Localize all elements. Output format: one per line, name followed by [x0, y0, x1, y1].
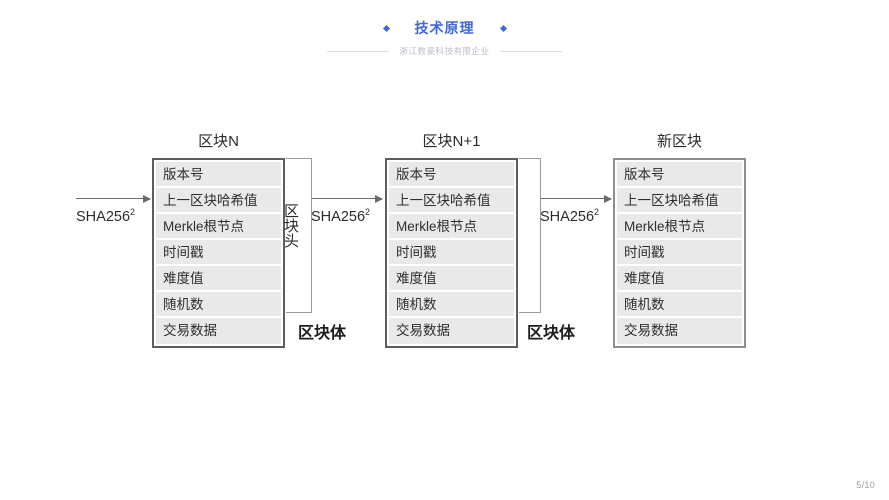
block-group-1: 区块N 版本号 上一区块哈希值 Merkle根节点 时间戳 难度值 随机数 交易…	[152, 132, 285, 348]
block-row: 时间戳	[156, 240, 281, 266]
sha-label-1-text: SHA256	[311, 208, 366, 225]
block-table-3: 版本号 上一区块哈希值 Merkle根节点 时间戳 难度值 随机数 交易数据	[613, 158, 746, 348]
block-row: 随机数	[617, 292, 742, 318]
block-row: 随机数	[156, 292, 281, 318]
block-row: 难度值	[617, 266, 742, 292]
block-header-label-1: 区块头	[282, 203, 299, 248]
sha-exponent: 2	[130, 207, 136, 217]
block-row: 时间戳	[389, 240, 514, 266]
block-body-label-2: 区块体	[527, 325, 576, 342]
block-row: 交易数据	[617, 318, 742, 344]
block-caption-2: 区块N+1	[422, 133, 481, 150]
block-caption-1: 区块N	[198, 133, 239, 150]
block-group-2: 区块N+1 版本号 上一区块哈希值 Merkle根节点 时间戳 难度值 随机数 …	[385, 132, 518, 348]
block-row: 版本号	[156, 162, 281, 188]
subtitle-row: 浙江数豪科技有限企业	[0, 45, 889, 57]
block-caption-3: 新区块	[656, 133, 702, 150]
block-row: 上一区块哈希值	[156, 188, 281, 214]
arrow-incoming	[76, 194, 151, 203]
block-body-label-1: 区块体	[298, 325, 347, 342]
block-header-bracket-1	[286, 158, 312, 313]
block-header-bracket-2	[519, 158, 541, 313]
block-row: 版本号	[617, 162, 742, 188]
block-row: 版本号	[389, 162, 514, 188]
block-table-2: 版本号 上一区块哈希值 Merkle根节点 时间戳 难度值 随机数 交易数据	[385, 158, 518, 348]
sha-label-incoming-text: SHA256	[76, 208, 131, 225]
sha-label-incoming: SHA2562	[76, 207, 135, 225]
block-row: Merkle根节点	[617, 214, 742, 240]
block-row: 上一区块哈希值	[617, 188, 742, 214]
block-row: 随机数	[389, 292, 514, 318]
block-row: 交易数据	[156, 318, 281, 344]
page-indicator: 5/10	[856, 480, 875, 490]
block-table-1: 版本号 上一区块哈希值 Merkle根节点 时间戳 难度值 随机数 交易数据	[152, 158, 285, 348]
block-row: 交易数据	[389, 318, 514, 344]
rule-right	[499, 50, 562, 52]
sha-label-2: SHA2562	[540, 207, 599, 225]
block-row: 难度值	[389, 266, 514, 292]
arrow-block1-to-block2	[312, 194, 383, 203]
arrow-block2-to-block3	[541, 194, 612, 203]
page-subtitle: 浙江数豪科技有限企业	[399, 46, 490, 56]
block-row: Merkle根节点	[389, 214, 514, 240]
page-title: 技术原理	[414, 20, 475, 36]
slide-header: 技术原理 浙江数豪科技有限企业	[0, 18, 889, 57]
sha-exponent: 2	[365, 207, 371, 217]
block-row: 难度值	[156, 266, 281, 292]
sha-exponent: 2	[594, 207, 600, 217]
rule-left	[327, 50, 390, 52]
block-row: 时间戳	[617, 240, 742, 266]
block-row: Merkle根节点	[156, 214, 281, 240]
block-group-3: 新区块 版本号 上一区块哈希值 Merkle根节点 时间戳 难度值 随机数 交易…	[613, 132, 746, 348]
sha-label-2-text: SHA256	[540, 208, 595, 225]
title-row: 技术原理	[0, 18, 889, 38]
sha-label-1: SHA2562	[311, 207, 370, 225]
block-row: 上一区块哈希值	[389, 188, 514, 214]
